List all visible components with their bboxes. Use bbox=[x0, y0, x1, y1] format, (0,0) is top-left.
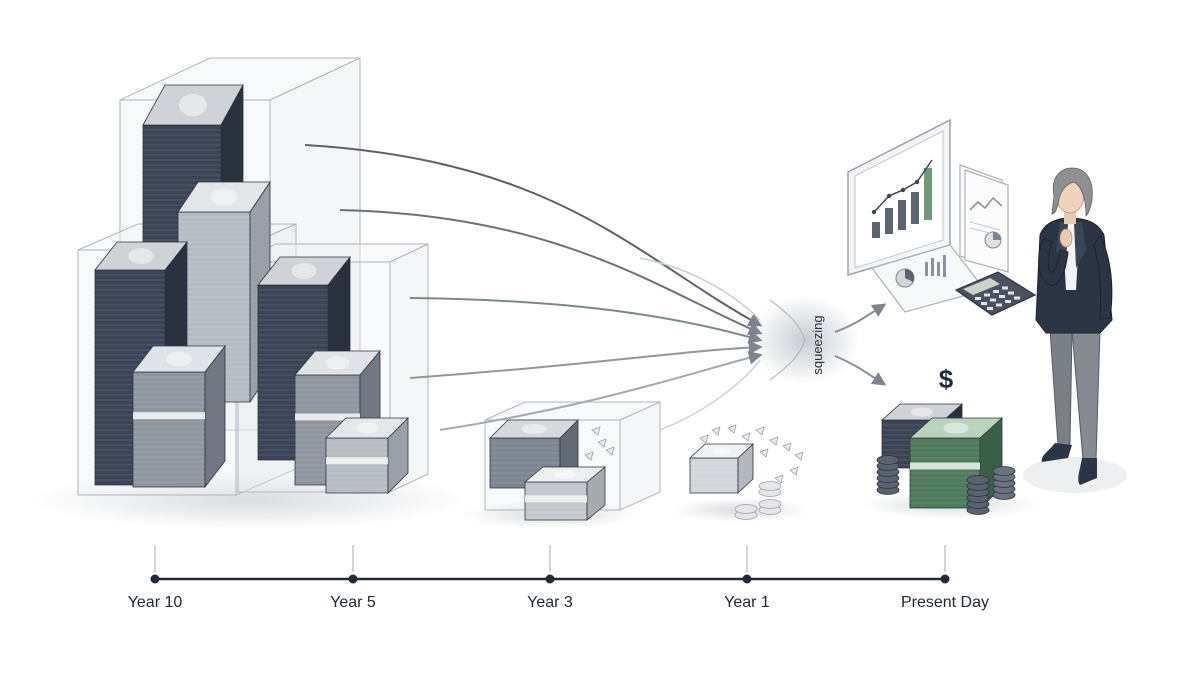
flow-arrow-icon bbox=[409, 297, 763, 344]
analytics-workspace bbox=[847, 118, 1037, 316]
person-icon bbox=[1035, 167, 1113, 485]
coin-stack-icon bbox=[992, 466, 1016, 500]
flow-arrow-icon bbox=[834, 355, 887, 386]
coin-stack-icon bbox=[758, 481, 782, 497]
flow-label: squeezing bbox=[810, 315, 825, 374]
money-fragments bbox=[584, 424, 804, 484]
squeeze-point: squeezing bbox=[750, 295, 887, 386]
flow-arrow-icon bbox=[659, 359, 761, 431]
timeline-node bbox=[742, 574, 752, 584]
currency-symbol: $ bbox=[939, 364, 954, 394]
timeline-label: Present Day bbox=[900, 594, 990, 611]
flow-arrow-icon bbox=[339, 209, 763, 336]
calculator-icon bbox=[954, 271, 1037, 316]
money-stack-icon bbox=[325, 417, 409, 494]
flow-arrow-icon bbox=[639, 257, 761, 321]
timeline bbox=[150, 545, 950, 584]
timeline-node bbox=[150, 574, 160, 584]
timeline-label: Year 1 bbox=[724, 594, 770, 611]
flow-arrow-icon bbox=[439, 350, 763, 431]
timeline-node bbox=[940, 574, 950, 584]
flow-arrow-icon bbox=[304, 144, 763, 327]
money-stack-icon bbox=[257, 255, 351, 462]
flow-arrow-icon bbox=[409, 340, 763, 379]
money-stack-icon bbox=[523, 466, 607, 521]
timeline-node bbox=[348, 574, 358, 584]
coin-stack-icon bbox=[734, 504, 758, 520]
money-stack-icon bbox=[688, 443, 755, 494]
coin-stack-icon bbox=[876, 455, 900, 495]
flow-arrow-icon bbox=[834, 303, 887, 333]
timeline-label: Year 10 bbox=[127, 594, 183, 611]
money-stacks bbox=[94, 84, 1016, 521]
coin-stack-icon bbox=[966, 475, 990, 515]
timeline-label: Year 5 bbox=[330, 594, 376, 611]
report-document-icon bbox=[959, 164, 1009, 273]
coin-stack-icon bbox=[758, 499, 782, 515]
money-stack-icon bbox=[908, 417, 1004, 509]
flow-lines bbox=[304, 144, 763, 431]
money-stack-icon bbox=[132, 344, 226, 489]
timeline-label: Year 3 bbox=[527, 594, 573, 611]
timeline-node bbox=[545, 574, 555, 584]
